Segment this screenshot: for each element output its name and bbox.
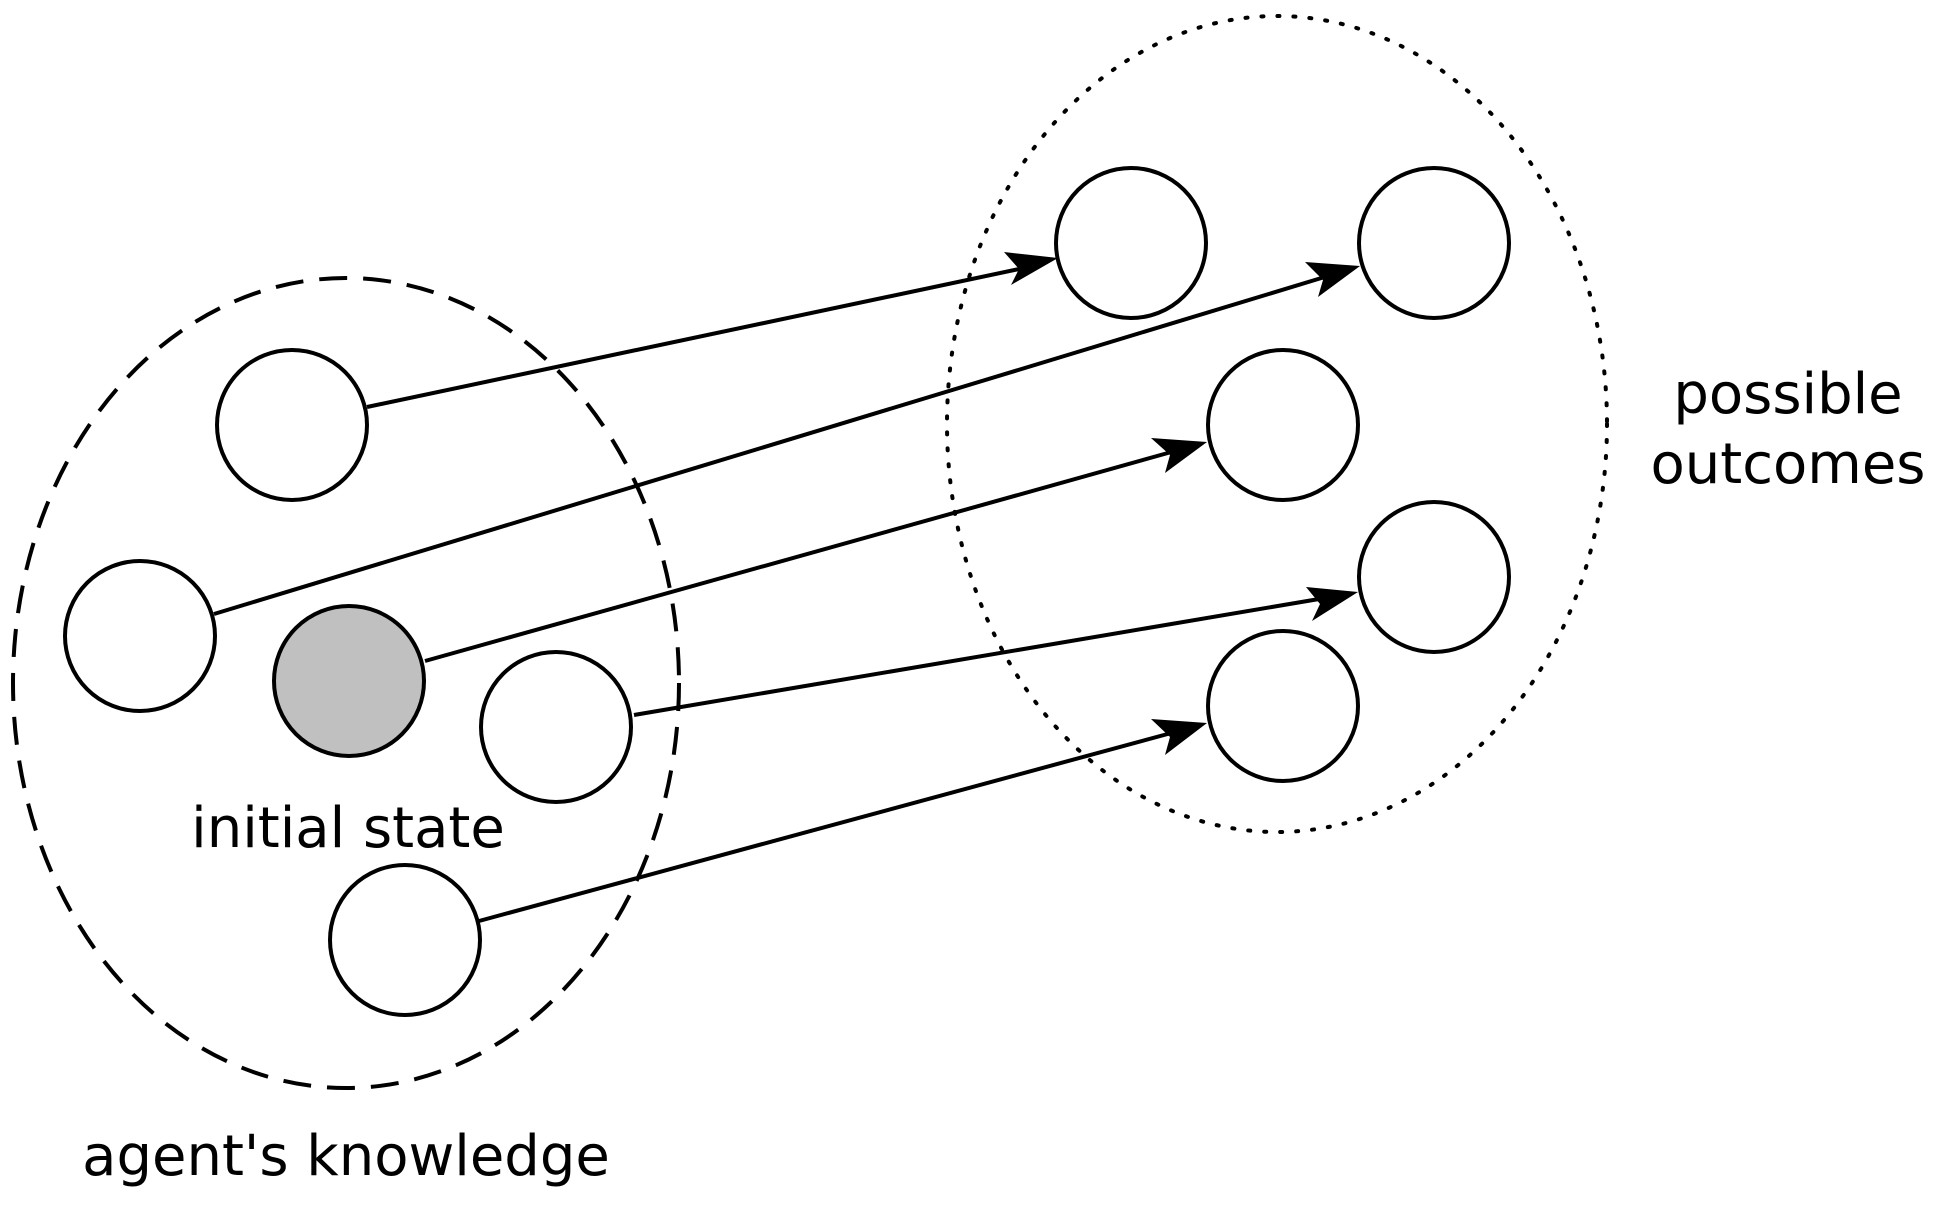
arrow-line-5 [478, 730, 1176, 923]
outcome-state-1 [1054, 166, 1208, 320]
knowledge-state-2 [63, 559, 217, 713]
knowledge-state-4 [479, 650, 633, 804]
arrow-line-2 [213, 274, 1329, 616]
possible-outcomes-label-line2: outcomes [1651, 432, 1926, 497]
outcome-state-4 [1357, 500, 1511, 654]
possible-outcomes-label-line1: possible [1673, 362, 1902, 427]
arrow-head-4 [1306, 587, 1358, 621]
agents-knowledge-region [11, 276, 681, 1090]
outcome-state-2 [1357, 166, 1511, 320]
arrow-head-2 [1305, 262, 1360, 297]
outcome-state-3 [1206, 348, 1360, 502]
agents-knowledge-label: agent's knowledge [82, 1124, 610, 1189]
initial-state [272, 604, 426, 758]
knowledge-state-5 [328, 863, 482, 1017]
knowledge-state-1 [215, 348, 369, 502]
arrow-head-5 [1151, 719, 1207, 755]
outcome-state-5 [1206, 629, 1360, 783]
initial-state-label: initial state [191, 796, 505, 861]
possible-outcomes-region [945, 14, 1609, 834]
arrow-line-4 [633, 596, 1326, 717]
mapping-arrows [213, 252, 1360, 923]
arrow-head-3 [1151, 438, 1207, 473]
arrow-line-1 [366, 266, 1025, 409]
arrow-line-3 [424, 449, 1176, 663]
arrow-head-1 [1004, 252, 1058, 285]
